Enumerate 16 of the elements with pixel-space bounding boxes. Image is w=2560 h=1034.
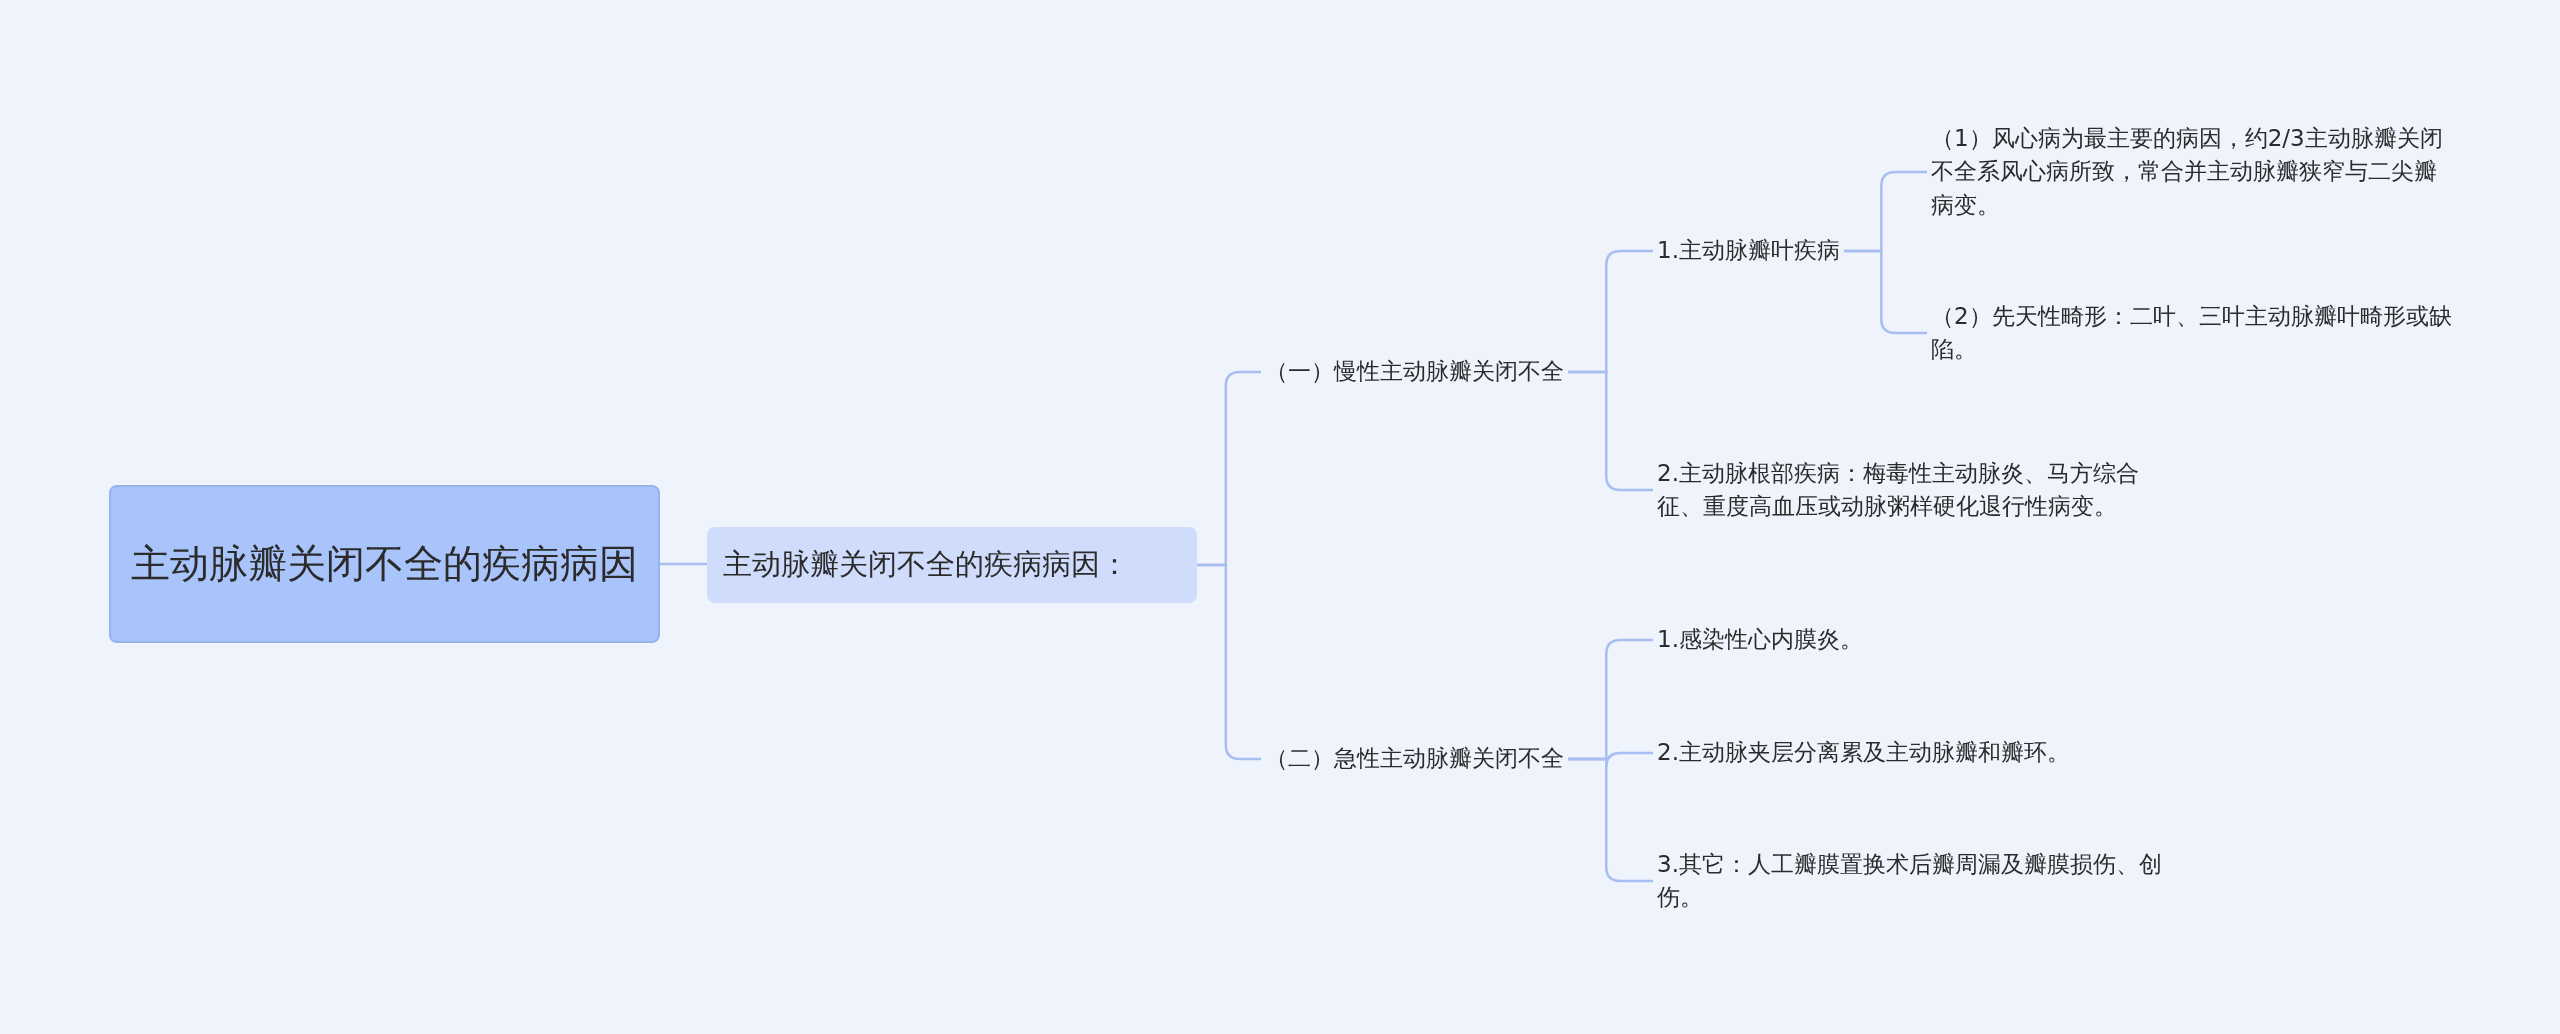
topic-text: （1）风心病为最主要的病因，约2/3主动脉瓣关闭不全系风心病所致，常合并主动脉瓣狭窄与二尖瓣病变。 [1927, 120, 2457, 224]
topic-text: 2.主动脉夹层分离累及主动脉瓣和瓣环。 [1653, 734, 2188, 772]
topic-box: 主动脉瓣关闭不全的疾病病因： [707, 527, 1197, 603]
connector-line [1568, 757, 1653, 883]
connector-line [1843, 249, 1927, 335]
connector-line [1568, 370, 1653, 492]
topic-text: （2）先天性畸形：二叶、三叶主动脉瓣叶畸形或缺陷。 [1927, 297, 2457, 369]
topic-text: 2.主动脉根部疾病：梅毒性主动脉炎、马方综合征、重度高血压或动脉粥样硬化退行性病变。 [1653, 454, 2188, 526]
topic-text: 3.其它：人工瓣膜置换术后瓣周漏及瓣膜损伤、创伤。 [1653, 845, 2188, 917]
topic-text: （二）急性主动脉瓣关闭不全 [1261, 740, 1601, 778]
topic-text: 1.感染性心内膜炎。 [1653, 621, 2188, 659]
connector-line [1197, 563, 1261, 761]
connector-line [660, 562, 707, 566]
topic-text: （一）慢性主动脉瓣关闭不全 [1261, 353, 1601, 391]
root-topic-box: 主动脉瓣关闭不全的疾病病因 [109, 485, 660, 643]
topic-text: 1.主动脉瓣叶疾病 [1653, 232, 1873, 270]
